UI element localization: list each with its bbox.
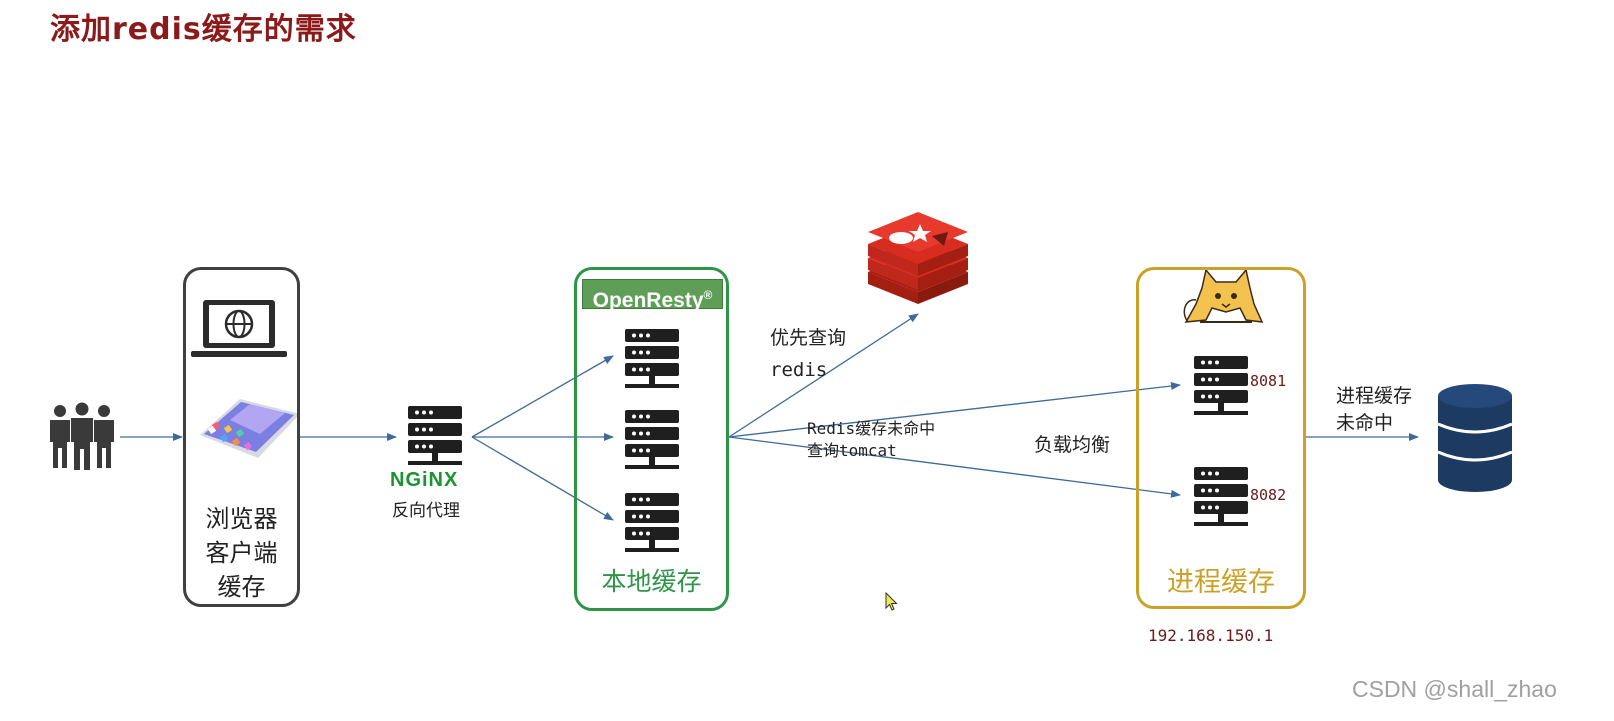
- arrow-nginx-to-server-1: [471, 355, 614, 438]
- browser-cache-label: 浏览器 客户端 缓存: [186, 502, 297, 604]
- browser-client-cache-box: 浏览器 客户端 缓存: [183, 267, 300, 607]
- openresty-local-cache-box: OpenResty® 本地缓存: [574, 267, 729, 611]
- port-label-8081: 8081: [1250, 372, 1287, 390]
- reverse-proxy-label: 反向代理: [392, 501, 460, 521]
- arrow-openresty-to-tomcat-8081: [728, 382, 1181, 438]
- smartphone-icon: [200, 399, 300, 458]
- browser-label-line-3: 缓存: [217, 573, 266, 601]
- load-balance-label: 负载均衡: [1034, 434, 1111, 456]
- redis-query-line-2: redis: [770, 359, 828, 381]
- arrow-openresty-to-redis: [728, 313, 919, 438]
- tomcat-process-cache-box: 进程缓存: [1136, 267, 1306, 609]
- tomcat-cat-icon: [1183, 268, 1264, 323]
- port-label-8082: 8082: [1250, 486, 1287, 504]
- openresty-badge: OpenResty®: [582, 279, 723, 312]
- redis-query-label: 优先查询 redis: [770, 322, 846, 386]
- mouse-cursor-icon: [885, 592, 898, 611]
- laptop-globe-icon: [191, 300, 287, 357]
- database-icon: [1437, 384, 1513, 492]
- process-cache-label: 进程缓存: [1167, 567, 1275, 598]
- openresty-badge-text: OpenResty: [592, 289, 704, 312]
- redis-query-line-1: 优先查询: [770, 327, 847, 349]
- process-miss-line-1: 进程缓存: [1336, 385, 1413, 407]
- watermark: CSDN @shall_zhao: [1352, 676, 1557, 702]
- redis-logo-icon: [868, 212, 968, 304]
- users-icon: [50, 402, 114, 470]
- page-title: 添加redis缓存的需求: [50, 12, 357, 47]
- arrows: [120, 313, 1419, 521]
- arrow-nginx-to-server-3: [471, 436, 614, 521]
- local-cache-label: 本地缓存: [601, 567, 702, 596]
- arrow-openresty-to-tomcat-8082: [728, 436, 1181, 498]
- redis-miss-line-2: 查询tomcat: [807, 441, 897, 460]
- redis-miss-line-1: Redis缓存未命中: [807, 419, 936, 438]
- process-miss-line-2: 未命中: [1336, 412, 1394, 434]
- browser-label-line-2: 客户端: [205, 539, 278, 567]
- redis-miss-label: Redis缓存未命中 查询tomcat: [807, 418, 935, 462]
- nginx-server-icon: [408, 406, 462, 465]
- browser-label-line-1: 浏览器: [205, 505, 278, 533]
- registered-mark: ®: [703, 288, 713, 302]
- process-cache-miss-label: 进程缓存 未命中: [1336, 383, 1412, 437]
- ip-address-label: 192.168.150.1: [1148, 626, 1274, 645]
- nginx-logo-text: NGiNX: [390, 469, 459, 491]
